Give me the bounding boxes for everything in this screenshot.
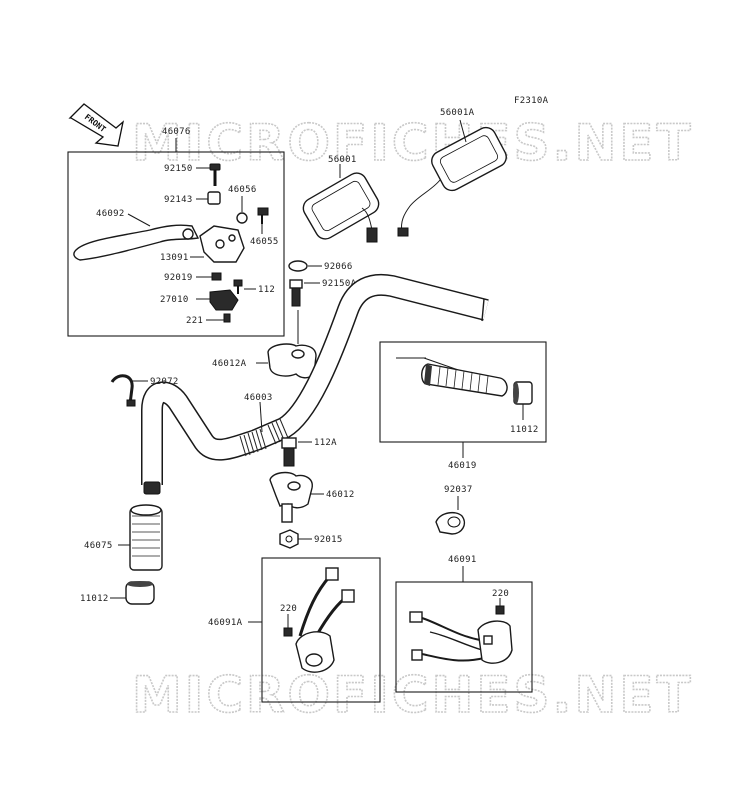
label-46012: 46012 xyxy=(326,490,355,500)
clamp-bolt-upper xyxy=(289,279,303,307)
cable-clamp xyxy=(110,374,136,407)
holder-screw xyxy=(233,279,243,294)
label-46091: 46091 xyxy=(448,555,477,565)
right-switch-box xyxy=(395,581,533,693)
mirror-washer xyxy=(288,260,308,272)
brake-switch xyxy=(209,289,239,311)
right-mirror xyxy=(397,126,507,237)
label-11012-left: 11012 xyxy=(80,594,109,604)
handlebar xyxy=(141,273,489,495)
watermark-bottom: MICROFICHES.NET xyxy=(132,666,694,724)
left-mirror xyxy=(302,172,380,243)
label-46091A: 46091A xyxy=(208,618,243,628)
right-grip-end-cap xyxy=(513,381,533,405)
upper-holder xyxy=(267,343,317,379)
switch-mount-screw xyxy=(223,313,231,323)
label-46092: 46092 xyxy=(96,209,125,219)
label-92019: 92019 xyxy=(164,273,193,283)
label-46056: 46056 xyxy=(228,185,257,195)
right-switch-housing xyxy=(409,611,513,664)
label-92072: 92072 xyxy=(150,377,179,387)
left-grip-end-cap xyxy=(125,581,155,605)
label-92150: 92150 xyxy=(164,164,193,174)
switch-screw xyxy=(257,207,269,224)
watermark-top: MICROFICHES.NET xyxy=(132,114,694,172)
label-46075: 46075 xyxy=(84,541,113,551)
holder-nut xyxy=(211,272,222,281)
label-92143: 92143 xyxy=(164,195,193,205)
label-56001A: 56001A xyxy=(440,108,475,118)
left-grip xyxy=(129,504,163,571)
label-56001: 56001 xyxy=(328,155,357,165)
adjuster-nut xyxy=(236,212,248,224)
label-112: 112 xyxy=(258,285,275,295)
label-46003: 46003 xyxy=(244,393,273,403)
label-220-left: 220 xyxy=(280,604,297,614)
label-11012-right: 11012 xyxy=(510,425,539,435)
throttle-grip xyxy=(421,357,508,397)
label-27010: 27010 xyxy=(160,295,189,305)
label-92150A: 92150A xyxy=(322,279,357,289)
cable-guide xyxy=(435,511,466,535)
right-switch-screw xyxy=(495,605,505,615)
holder-nut-lower xyxy=(279,529,299,549)
label-46055: 46055 xyxy=(250,237,279,247)
label-92066: 92066 xyxy=(324,262,353,272)
clamp-bolt-lower xyxy=(281,437,297,467)
left-switch-box xyxy=(261,557,381,703)
pivot-bolt xyxy=(209,163,221,186)
label-46019: 46019 xyxy=(448,461,477,471)
label-13091: 13091 xyxy=(160,253,189,263)
left-switch-screw xyxy=(283,627,293,637)
label-220-right: 220 xyxy=(492,589,509,599)
label-221: 221 xyxy=(186,316,203,326)
brake-lever xyxy=(73,224,200,261)
label-92015: 92015 xyxy=(314,535,343,545)
label-112A: 112A xyxy=(314,438,337,448)
label-46076: 46076 xyxy=(162,127,191,137)
figure-code: F2310A xyxy=(514,96,549,106)
label-46012A: 46012A xyxy=(212,359,247,369)
label-92037: 92037 xyxy=(444,485,473,495)
left-switch-housing xyxy=(295,567,355,673)
front-arrow-icon: FRONT xyxy=(68,103,125,147)
collar xyxy=(207,191,221,205)
